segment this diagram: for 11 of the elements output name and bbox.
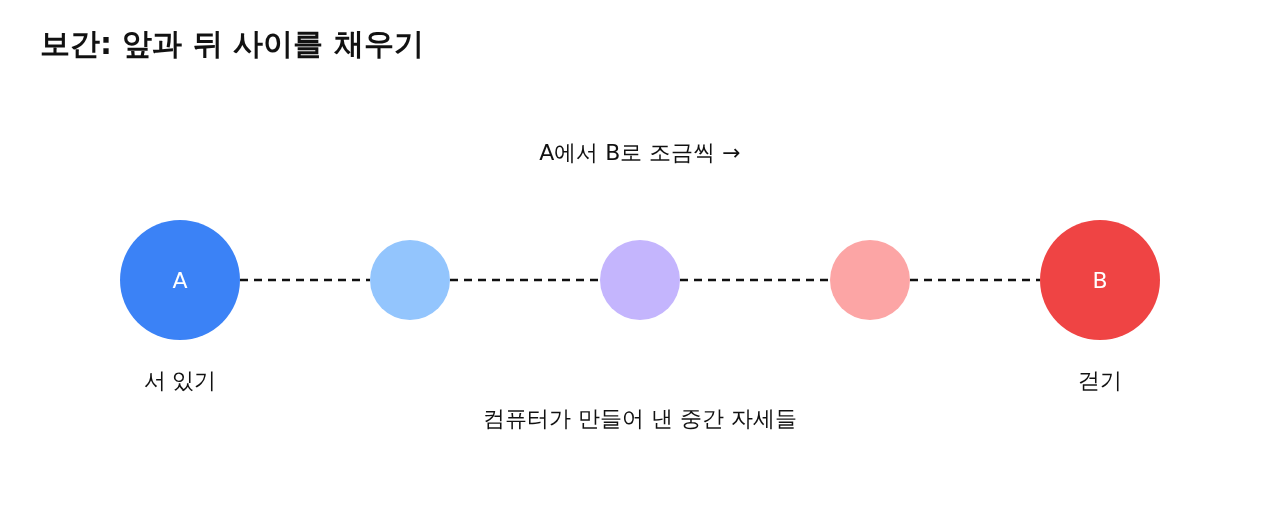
dashed-line xyxy=(450,278,600,282)
node-label: A xyxy=(172,267,188,293)
node-label: B xyxy=(1092,267,1108,293)
dashed-line xyxy=(680,278,830,282)
direction-note: A에서 B로 조금씩 → xyxy=(539,139,741,167)
node-label: 걷기 xyxy=(1078,367,1122,395)
dashed-line xyxy=(240,278,370,282)
node-label: 서 있기 xyxy=(143,367,217,395)
caption: 컴퓨터가 만들어 낸 중간 자세들 xyxy=(483,405,797,433)
dashed-line xyxy=(910,278,1040,282)
title: 보간: 앞과 뒤 사이를 채우기 xyxy=(40,25,424,63)
